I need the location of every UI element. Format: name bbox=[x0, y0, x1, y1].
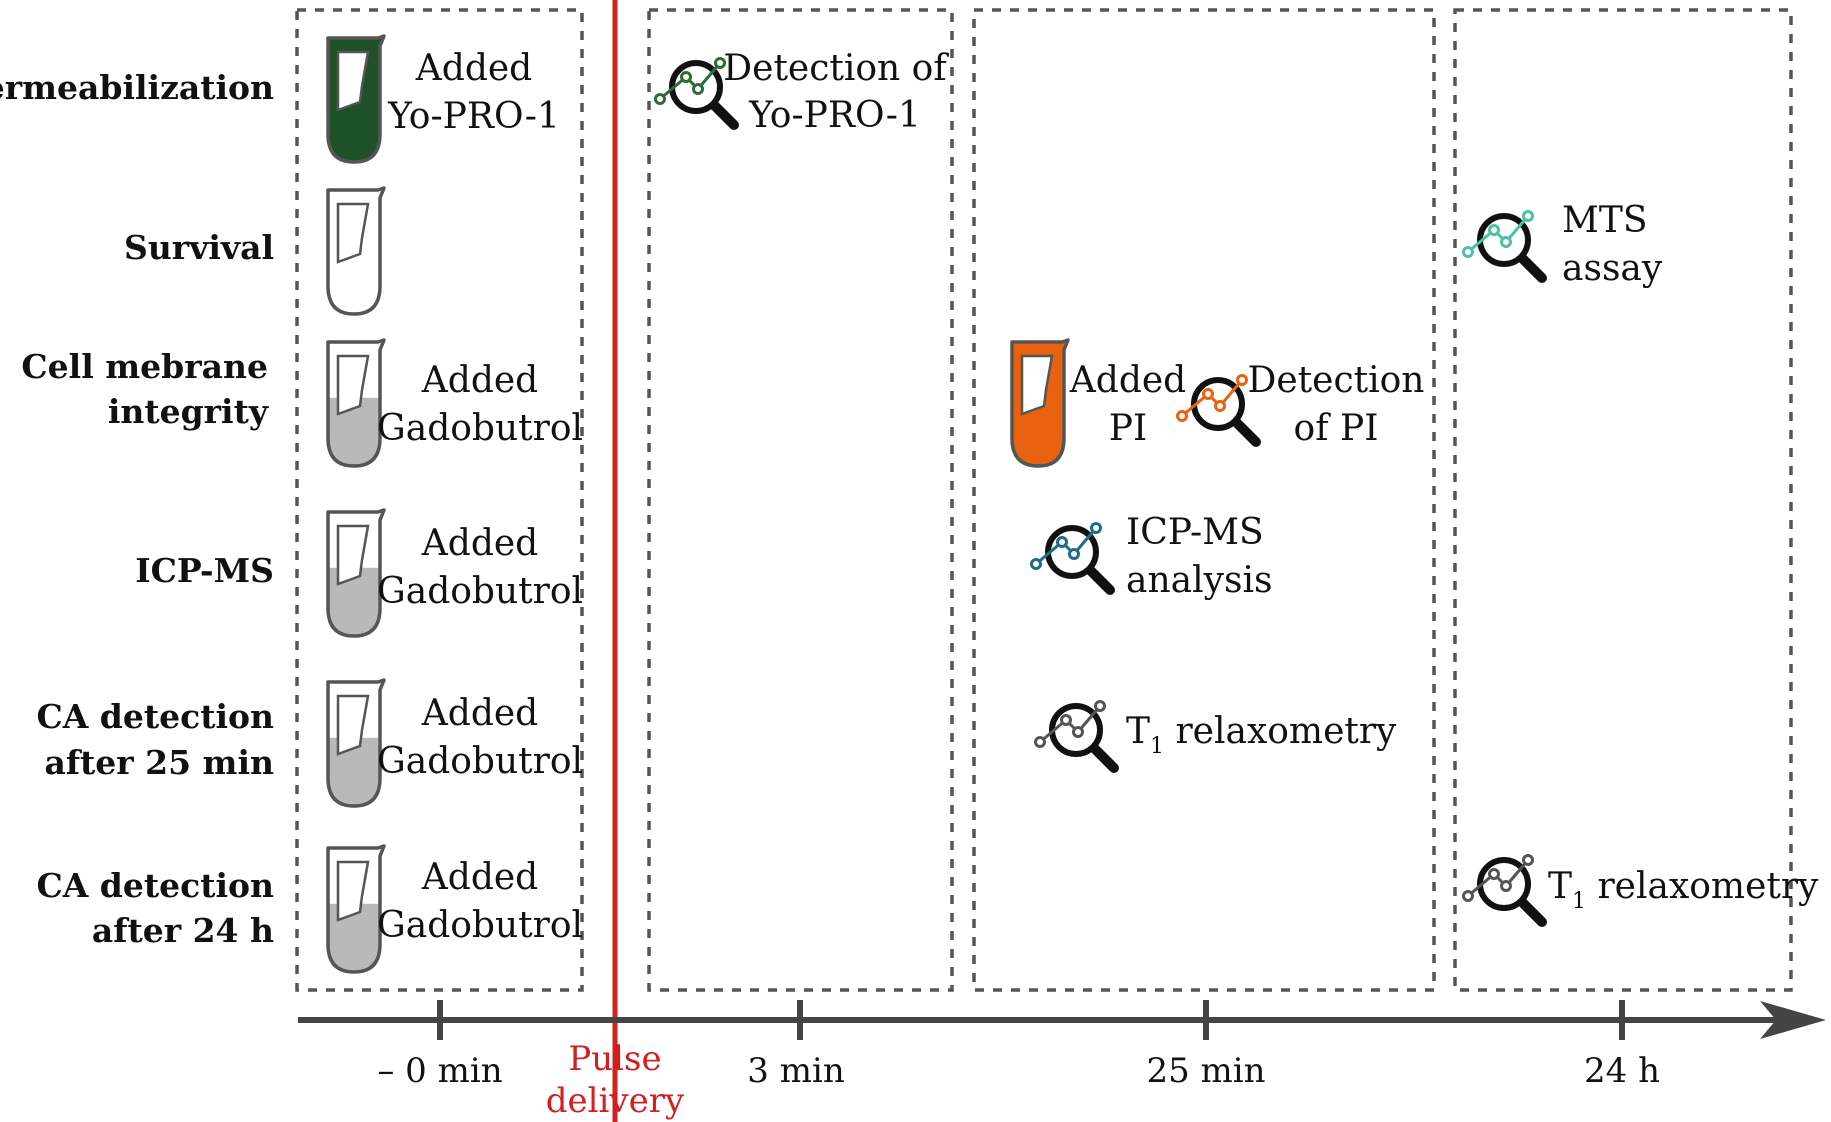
pulse-label-2: delivery bbox=[546, 1081, 685, 1121]
tube-label: Added bbox=[421, 360, 538, 401]
magnifier-chart-icon bbox=[1030, 522, 1115, 595]
row-label-ca24-1: CA detection bbox=[36, 866, 274, 905]
test-tube-icon bbox=[326, 186, 386, 316]
tick-label-25min: 25 min bbox=[1146, 1051, 1265, 1091]
tube-label: Yo-PRO-1 bbox=[387, 96, 560, 137]
event-label: Added bbox=[1069, 360, 1186, 401]
tube-label: Gadobutrol bbox=[377, 571, 583, 612]
row-label-ca25-2: after 25 min bbox=[44, 743, 274, 782]
tube-label: Gadobutrol bbox=[377, 408, 583, 449]
row-label-ca24-2: after 24 h bbox=[92, 911, 274, 950]
test-tube-icon bbox=[326, 844, 386, 974]
event-label: of PI bbox=[1294, 408, 1379, 449]
magnifier-chart-icon bbox=[1176, 374, 1261, 447]
panel-start bbox=[295, 8, 584, 992]
row-label-membrane-1: Cell mebrane bbox=[21, 347, 268, 386]
pulse-label-1: Pulse bbox=[568, 1039, 661, 1079]
test-tube-icon bbox=[1010, 338, 1070, 468]
magnifier-chart-icon bbox=[1462, 210, 1547, 283]
arrow-head-icon bbox=[1760, 1001, 1826, 1039]
event-label: Detection of bbox=[723, 48, 949, 89]
row-label-membrane-2: integrity bbox=[108, 392, 269, 431]
tick-label-3min: 3 min bbox=[747, 1051, 844, 1091]
event-label: T1 relaxometry bbox=[1548, 866, 1819, 914]
event-label: ICP-MS bbox=[1126, 512, 1264, 553]
tick-label-24h: 24 h bbox=[1584, 1051, 1660, 1091]
tube-label: Gadobutrol bbox=[377, 905, 583, 946]
row-label-survival: Survival bbox=[124, 228, 274, 267]
test-tube-icon bbox=[326, 338, 386, 468]
axis-ticks bbox=[437, 1000, 1625, 1040]
event-label: MTS bbox=[1562, 200, 1648, 241]
test-tube-icon bbox=[326, 34, 386, 164]
tube-label: Added bbox=[421, 693, 538, 734]
magnifier-chart-icon bbox=[654, 57, 739, 130]
magnifier-chart-icon bbox=[1462, 854, 1547, 927]
panel-24h bbox=[1453, 8, 1793, 992]
magnifier-chart-icon bbox=[1034, 700, 1119, 773]
event-label: PI bbox=[1109, 408, 1147, 449]
tube-label: Added bbox=[421, 523, 538, 564]
row-label-permeabilization: Permeabilization bbox=[0, 68, 274, 107]
event-label: Detection bbox=[1248, 360, 1425, 401]
panel-25min bbox=[972, 8, 1436, 992]
event-label: T1 relaxometry bbox=[1126, 711, 1397, 759]
event-label: Yo-PRO-1 bbox=[748, 95, 921, 136]
event-label: assay bbox=[1562, 248, 1663, 289]
test-tube-icon bbox=[326, 508, 386, 638]
test-tube-icon bbox=[326, 678, 386, 808]
panel-3min bbox=[647, 8, 954, 992]
row-label-icpms: ICP-MS bbox=[135, 551, 274, 590]
tube-label: Added bbox=[415, 48, 532, 89]
event-label: analysis bbox=[1126, 560, 1272, 601]
tube-label: Added bbox=[421, 857, 538, 898]
row-label-ca25-1: CA detection bbox=[36, 697, 274, 736]
tick-label-0: – 0 min bbox=[377, 1051, 502, 1091]
tube-label: Gadobutrol bbox=[377, 741, 583, 782]
